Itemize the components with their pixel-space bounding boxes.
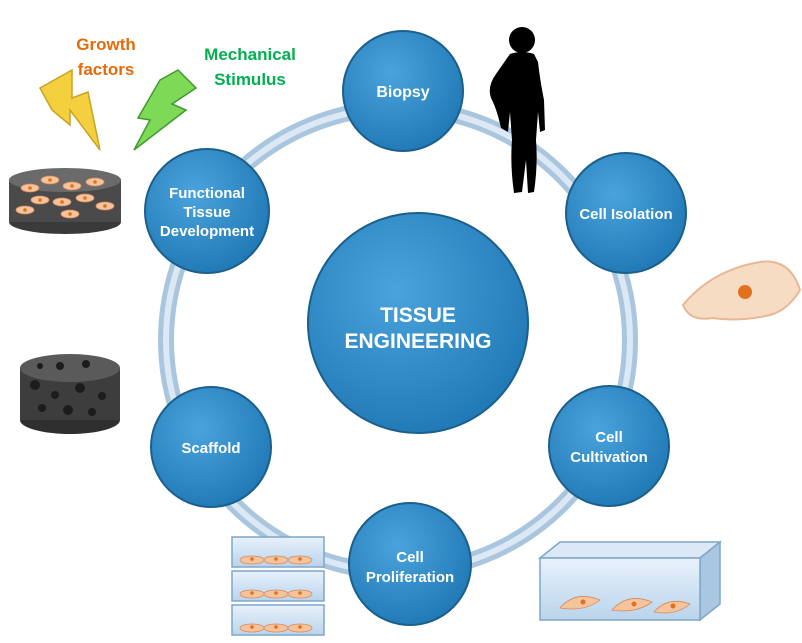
cell-seeded-scaffold-icon xyxy=(9,168,121,234)
scaffold-node: Scaffold xyxy=(150,386,272,508)
cell-proliferation-label-2: Proliferation xyxy=(366,569,454,586)
lightning-icon xyxy=(38,68,101,151)
culture-flask-icon xyxy=(537,540,723,622)
human-silhouette-icon xyxy=(489,27,545,193)
cell-proliferation-node: Cell Proliferation xyxy=(348,502,472,626)
growth-factors-label-1: Growth xyxy=(76,35,136,54)
mechanical-stimulus-label-1: Mechanical xyxy=(204,45,296,64)
cell-cultivation-node: Cell Cultivation xyxy=(548,385,670,507)
ftd-label-3: Development xyxy=(160,223,254,240)
biopsy-node: Biopsy xyxy=(342,30,464,152)
scaffold-label: Scaffold xyxy=(181,440,240,457)
tissue-engineering-center-node: TISSUE ENGINEERING xyxy=(307,212,529,434)
biopsy-label: Biopsy xyxy=(376,84,429,101)
cell-icon xyxy=(681,260,802,321)
growth-factors-label-2: factors xyxy=(78,60,135,79)
center-label-2: ENGINEERING xyxy=(344,330,491,353)
ftd-label-2: Tissue xyxy=(183,204,230,221)
cell-cultivation-label-1: Cell xyxy=(595,429,623,446)
scaffold-icon xyxy=(20,354,120,434)
cell-isolation-label: Cell Isolation xyxy=(579,206,672,223)
culture-flask-icon xyxy=(231,536,325,636)
cell-proliferation-label-1: Cell xyxy=(396,549,424,566)
mechanical-stimulus-label-2: Stimulus xyxy=(214,70,286,89)
cell-isolation-node: Cell Isolation xyxy=(565,152,687,274)
lightning-icon xyxy=(133,69,198,151)
functional-tissue-development-node: Functional Tissue Development xyxy=(144,148,270,274)
ftd-label-1: Functional xyxy=(169,185,245,202)
center-label-1: TISSUE xyxy=(380,304,456,327)
cell-cultivation-label-2: Cultivation xyxy=(570,449,648,466)
